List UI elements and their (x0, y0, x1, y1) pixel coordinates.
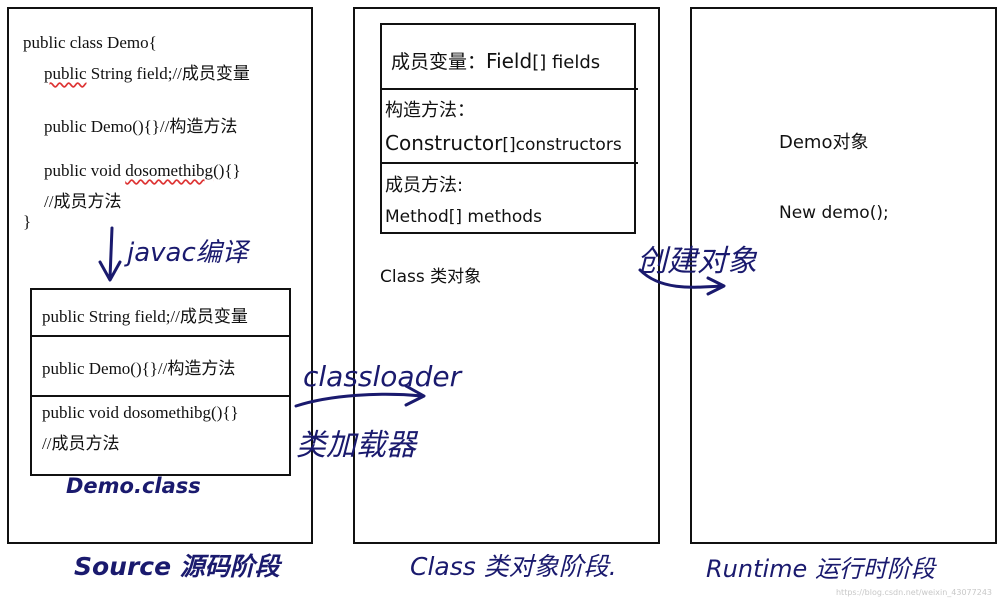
code-line-constructor: public Demo(){}//构造方法 (44, 117, 238, 136)
code-line-field: public String field;//成员变量 (44, 59, 250, 84)
class-panel: 成员变量：Field[] fields 构造方法： Constructor[]c… (353, 7, 660, 544)
class-file-method: public void dosomethibg(){} (42, 403, 239, 422)
class-file-method-comment: //成员方法 (42, 434, 120, 453)
watermark: https://blog.csdn.net/weixin_43077243 (835, 588, 992, 597)
methods-cn: 成员方法: (385, 175, 464, 196)
new-demo-expr: New demo(); (779, 203, 889, 223)
demo-object-label: Demo对象 (779, 132, 869, 153)
code-field-rest: String field;//成员变量 (86, 64, 250, 83)
code-line-close-brace: } (23, 212, 32, 231)
code-keyword-public: public (44, 64, 87, 83)
constructors-cn: 构造方法： (385, 100, 475, 121)
code-method-prefix: public void (44, 161, 126, 180)
compile-label: javac编译 (127, 238, 248, 268)
class-file-divider-1 (32, 335, 289, 337)
members-divider-2 (380, 162, 638, 164)
class-stage-label: Class 类对象阶段. (410, 552, 617, 581)
constructors-row: Constructor[]constructors (385, 131, 622, 155)
class-file-box: public String field;//成员变量 public Demo()… (30, 288, 291, 476)
code-method-name: dosomethibg (125, 161, 214, 180)
source-stage-label: Source 源码阶段 (74, 552, 280, 581)
runtime-stage-label: Runtime 运行时阶段 (706, 555, 935, 583)
code-line-method-comment: //成员方法 (44, 192, 122, 211)
class-object-label: Class 类对象 (380, 267, 482, 287)
class-file-constructor: public Demo(){}//构造方法 (42, 359, 236, 378)
classloader-arrow-icon (294, 384, 426, 408)
fields-rest: [] fields (532, 52, 601, 73)
create-object-arrow-icon (638, 268, 726, 296)
fields-row: 成员变量：Field[] fields (391, 47, 600, 74)
constructors-type: Constructor (385, 131, 503, 155)
classloader-label: classloader (303, 360, 462, 393)
runtime-panel: Demo对象 New demo(); (690, 7, 997, 544)
classloader-cn-label: 类加载器 (296, 428, 416, 463)
source-panel: public class Demo{ public String field;/… (7, 7, 313, 544)
methods-row: Method[] methods (385, 207, 542, 227)
compile-arrow-icon (98, 226, 122, 282)
constructors-rest: []constructors (502, 135, 622, 155)
class-file-name: Demo.class (66, 474, 201, 498)
code-line-class-decl: public class Demo{ (23, 33, 157, 52)
fields-cn: 成员变量： (391, 51, 487, 73)
class-file-divider-2 (32, 395, 289, 397)
code-method-suffix: (){} (213, 161, 241, 180)
fields-type: Field (486, 49, 533, 73)
create-object-label: 创建对象 (637, 244, 757, 279)
class-file-field: public String field;//成员变量 (42, 307, 248, 326)
class-members-box: 成员变量：Field[] fields 构造方法： Constructor[]c… (380, 23, 638, 234)
code-line-method: public void dosomethibg(){} (44, 161, 241, 181)
members-divider-1 (380, 88, 638, 90)
